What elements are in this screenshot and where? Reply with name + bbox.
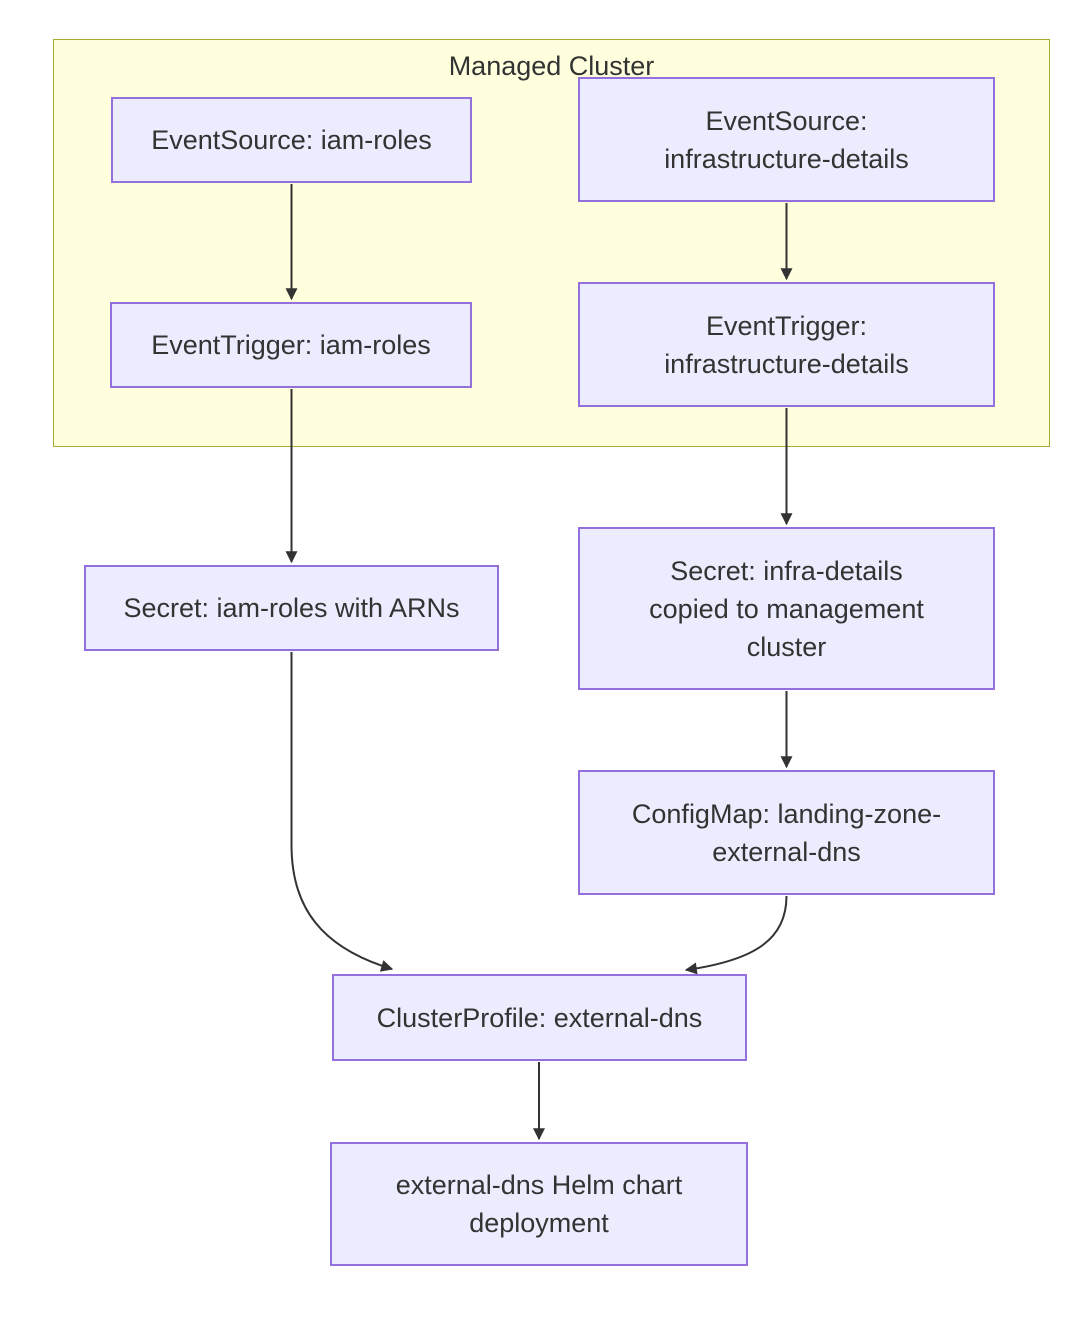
node-label: external-dns Helm chart deployment: [395, 1170, 683, 1238]
node-label: EventTrigger: infrastructure-details: [664, 310, 909, 379]
node-label: ConfigMap: landing-zone- external-dns: [631, 798, 942, 867]
edge-secret-iam-to-clusterprofile: [290, 652, 394, 972]
node-external-dns-helm-chart-deployment: external-dns Helm chart deployment: [330, 1142, 748, 1266]
node-eventtrigger-iam-roles: EventTrigger: iam-roles: [110, 302, 472, 388]
node-label: Secret: iam-roles with ARNs: [123, 593, 460, 623]
node-label: Secret: infra-details copied to manageme…: [649, 555, 924, 662]
managed-cluster-title: Managed Cluster: [448, 51, 655, 81]
node-label: EventSource: infrastructure-details: [664, 105, 909, 174]
node-eventtrigger-infrastructure-details: EventTrigger: infrastructure-details: [578, 282, 995, 407]
edge-configmap-to-clusterprofile: [684, 895, 788, 975]
node-clusterprofile-external-dns: ClusterProfile: external-dns: [332, 974, 747, 1061]
node-label: EventSource: iam-roles: [151, 125, 432, 155]
node-label: EventTrigger: iam-roles: [151, 330, 431, 360]
node-label: ClusterProfile: external-dns: [376, 1002, 703, 1033]
node-configmap-landing-zone-external-dns: ConfigMap: landing-zone- external-dns: [578, 770, 995, 895]
node-eventsource-iam-roles: EventSource: iam-roles: [111, 97, 472, 183]
node-secret-infra-details-copied: Secret: infra-details copied to manageme…: [578, 527, 995, 690]
node-eventsource-infrastructure-details: EventSource: infrastructure-details: [578, 77, 995, 202]
node-secret-iam-roles-arns: Secret: iam-roles with ARNs: [84, 565, 499, 651]
